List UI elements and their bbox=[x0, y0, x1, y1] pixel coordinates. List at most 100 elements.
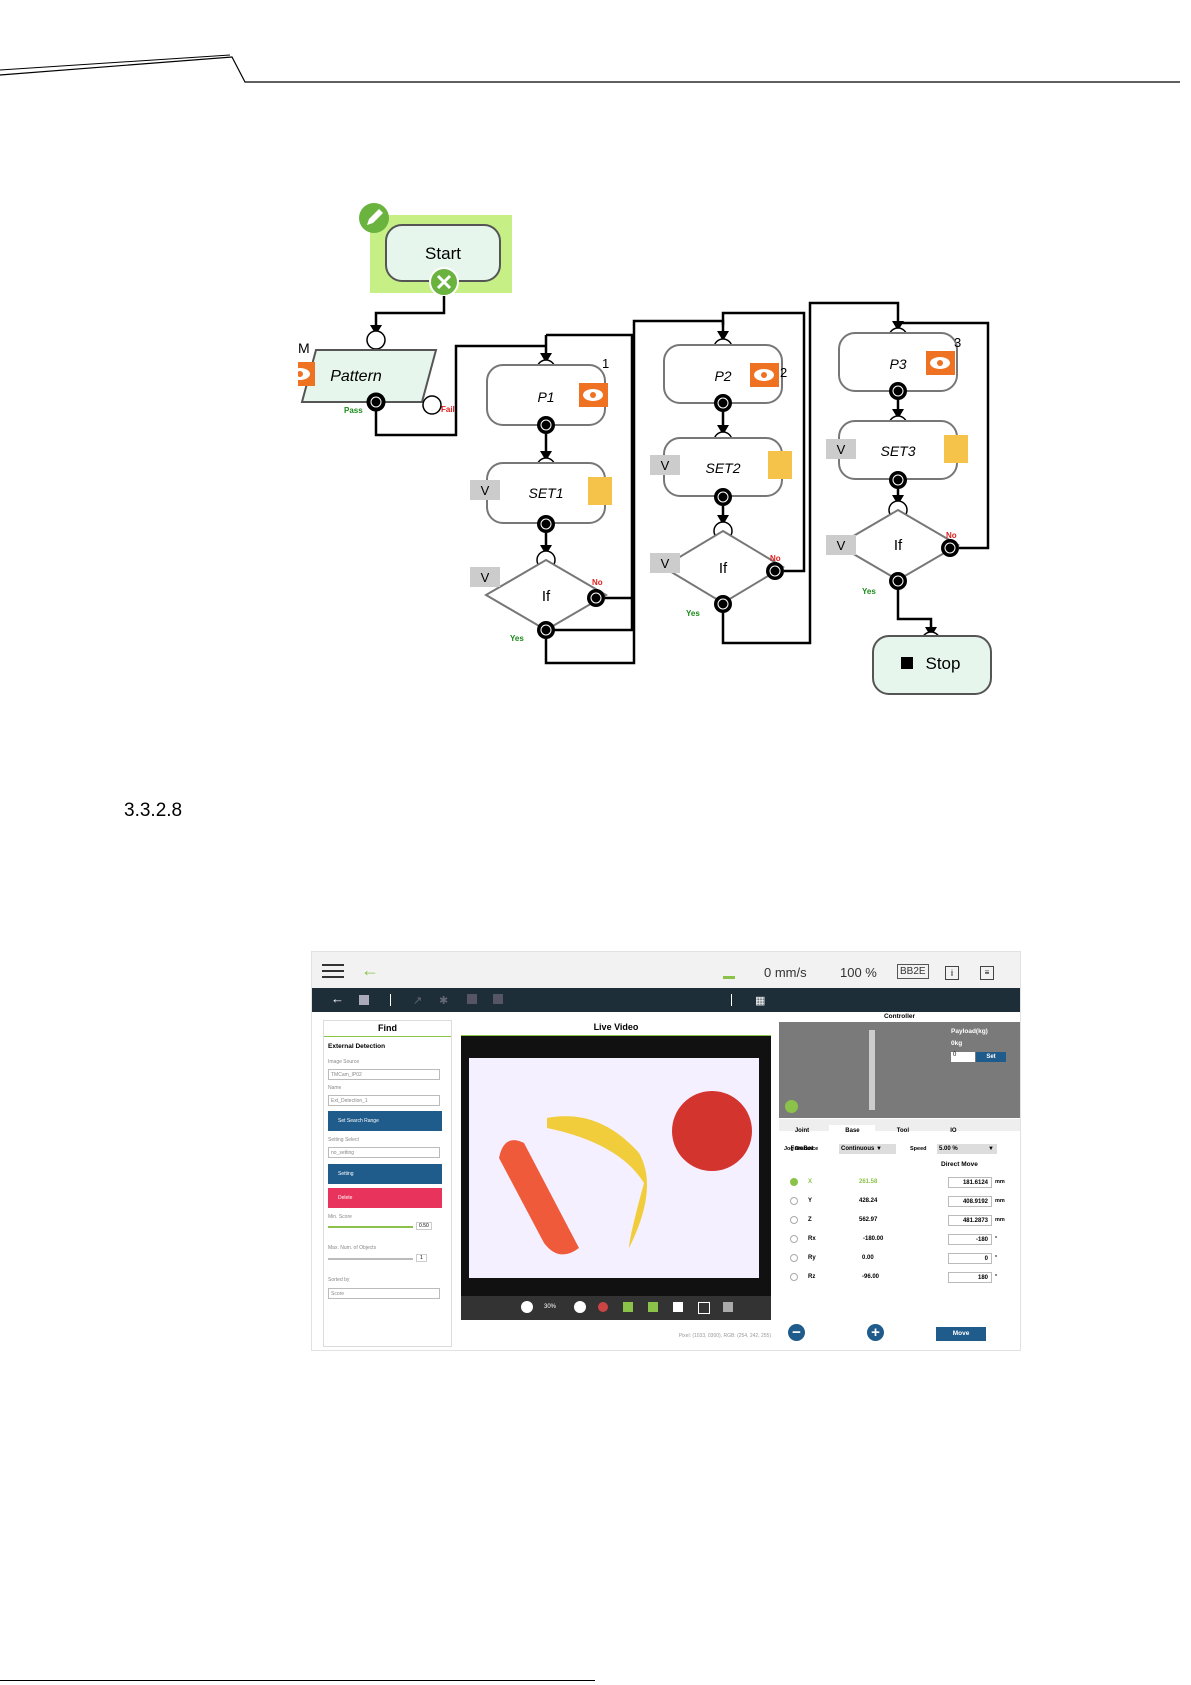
status-bar: ← 0 mm/s 100 % BB2E i ≡ bbox=[312, 952, 1020, 988]
max-objects-slider[interactable] bbox=[328, 1258, 413, 1260]
move-button[interactable]: Move bbox=[936, 1327, 986, 1341]
stop-node[interactable] bbox=[872, 635, 992, 695]
setting-button[interactable]: Setting bbox=[328, 1164, 442, 1184]
tab-base[interactable]: Base bbox=[829, 1125, 876, 1137]
fail-port bbox=[422, 395, 442, 415]
min-score-value: 0.50 bbox=[416, 1222, 432, 1230]
grid-icon[interactable]: ▦ bbox=[755, 995, 766, 1007]
jog-distance-label: Jog Distance bbox=[784, 1146, 819, 1152]
stop-icon bbox=[901, 657, 913, 669]
axis-row-ry: Ry 0.00 0 ° bbox=[779, 1253, 1020, 1265]
set1-label: SET1 bbox=[528, 485, 563, 501]
payload-value: 0kg bbox=[951, 1040, 963, 1047]
svg-text:2: 2 bbox=[780, 365, 787, 380]
payload-label: Payload(kg) bbox=[951, 1028, 988, 1035]
p2-label: P2 bbox=[714, 368, 731, 384]
sorted-by-select[interactable]: Score bbox=[328, 1288, 440, 1299]
image-source-select[interactable]: TMCam_IP02 bbox=[328, 1069, 440, 1080]
p1-label: P1 bbox=[537, 389, 554, 405]
info-icon[interactable]: i bbox=[945, 966, 959, 980]
axis-radio[interactable] bbox=[790, 1178, 798, 1186]
pattern-label: Pattern bbox=[330, 368, 382, 385]
play-icon[interactable] bbox=[623, 1302, 633, 1312]
pixel-info: Pixel: (1033, 0300), RGB: (254, 242, 255… bbox=[678, 1333, 771, 1339]
toolbar-divider-2 bbox=[731, 994, 732, 1006]
tool-icon-2[interactable]: ✱ bbox=[439, 995, 449, 1007]
zoom-out-icon[interactable] bbox=[521, 1301, 533, 1313]
if3-label: If bbox=[894, 537, 903, 554]
axis-radio[interactable] bbox=[790, 1216, 798, 1224]
axis-radio[interactable] bbox=[790, 1273, 798, 1281]
payload-input[interactable]: 0 bbox=[951, 1052, 975, 1062]
save-icon[interactable] bbox=[359, 995, 369, 1005]
svg-text:V: V bbox=[837, 538, 846, 553]
axis-radio[interactable] bbox=[790, 1197, 798, 1205]
axis-radio[interactable] bbox=[790, 1235, 798, 1243]
axis-row-x: X 261.58 181.6124 mm bbox=[779, 1177, 1020, 1189]
footer-rule bbox=[0, 1680, 595, 1681]
jog-plus-icon[interactable]: + bbox=[867, 1324, 884, 1341]
controller-tabs: Joint Base Tool IO FreeBot bbox=[779, 1119, 1020, 1152]
robot-reset-icon[interactable] bbox=[785, 1100, 798, 1113]
ui-screenshot: ← 0 mm/s 100 % BB2E i ≡ ← ↗ ✱ ▦ Find Ext… bbox=[311, 951, 1021, 1351]
axis-row-y: Y 428.24 408.9192 mm bbox=[779, 1196, 1020, 1208]
setting-select[interactable]: no_setting bbox=[328, 1147, 440, 1158]
set1-tool-icon bbox=[588, 477, 612, 505]
robot-view: Payload(kg) 0kg 0 Set bbox=[779, 1022, 1020, 1118]
menu-icon[interactable] bbox=[322, 964, 344, 978]
jog-minus-icon[interactable]: − bbox=[788, 1324, 805, 1341]
set-search-range-button[interactable]: Set Search Range bbox=[328, 1111, 442, 1131]
page-header-rule bbox=[0, 54, 1180, 83]
min-score-slider[interactable] bbox=[328, 1226, 413, 1228]
tab-joint[interactable]: Joint bbox=[794, 1128, 810, 1134]
back-arrow-icon[interactable]: ← bbox=[361, 960, 379, 980]
fail-label: Fail bbox=[441, 405, 455, 414]
svg-text:No: No bbox=[770, 554, 781, 563]
speed-readout: 0 mm/s bbox=[764, 965, 807, 980]
v-tag bbox=[470, 480, 500, 500]
delete-button[interactable]: Delete bbox=[328, 1188, 442, 1208]
camera-image bbox=[469, 1058, 759, 1278]
step-icon[interactable] bbox=[648, 1302, 658, 1312]
tool-icon-4[interactable] bbox=[493, 994, 503, 1004]
toolbar-back-icon[interactable]: ← bbox=[331, 991, 344, 1006]
speed-select[interactable]: 5.00 % ▼ bbox=[937, 1144, 997, 1154]
axis-row-rz: Rz -96.00 180 ° bbox=[779, 1272, 1020, 1284]
tool-icon-1[interactable]: ↗ bbox=[413, 995, 423, 1007]
mode-badge: BB2E bbox=[897, 964, 929, 979]
pause-icon[interactable] bbox=[673, 1302, 683, 1312]
if2-label: If bbox=[719, 560, 728, 577]
toolbar: ← ↗ ✱ ▦ bbox=[312, 988, 1020, 1012]
pattern-mark: M bbox=[298, 340, 310, 356]
snapshot-icon[interactable] bbox=[723, 1302, 733, 1312]
if1-label: If bbox=[542, 588, 551, 605]
log-icon[interactable]: ≡ bbox=[980, 966, 994, 980]
tab-io[interactable]: IO bbox=[950, 1128, 957, 1134]
toolbar-divider bbox=[390, 994, 391, 1006]
zoom-level: 30% bbox=[544, 1304, 557, 1310]
name-input[interactable]: Ext_Detection_1 bbox=[328, 1095, 440, 1106]
svg-text:Yes: Yes bbox=[510, 634, 524, 643]
tab-freebot[interactable]: FreeBot bbox=[790, 1146, 814, 1152]
stop-label: Stop bbox=[926, 654, 961, 673]
svg-text:No: No bbox=[592, 578, 603, 587]
set2-tool-icon bbox=[768, 451, 792, 479]
set2-label: SET2 bbox=[705, 460, 740, 476]
axis-row-rx: Rx -180.00 -180 ° bbox=[779, 1234, 1020, 1246]
fullscreen-icon[interactable] bbox=[698, 1302, 710, 1314]
tool-icon-3[interactable] bbox=[467, 994, 477, 1004]
axis-radio[interactable] bbox=[790, 1254, 798, 1262]
flow-diagram: Start M Pattern Pass Fail 1 P1 V SET1 V … bbox=[298, 203, 992, 695]
zoom-in-icon[interactable] bbox=[574, 1301, 586, 1313]
find-panel: Find External Detection Image Source TMC… bbox=[323, 1020, 452, 1347]
controller-title: Controller bbox=[883, 1013, 916, 1020]
jog-distance-select[interactable]: Continuous ▼ bbox=[839, 1144, 896, 1154]
color-icon[interactable] bbox=[598, 1302, 608, 1312]
payload-set-button[interactable]: Set bbox=[976, 1052, 1006, 1062]
find-subtitle: External Detection bbox=[328, 1043, 386, 1050]
section-number: 3.3.2.8 bbox=[124, 800, 183, 821]
tab-tool[interactable]: Tool bbox=[896, 1128, 910, 1134]
p1-number: 1 bbox=[602, 356, 609, 371]
svg-text:V: V bbox=[481, 570, 490, 585]
robot-status-icon bbox=[723, 962, 735, 979]
